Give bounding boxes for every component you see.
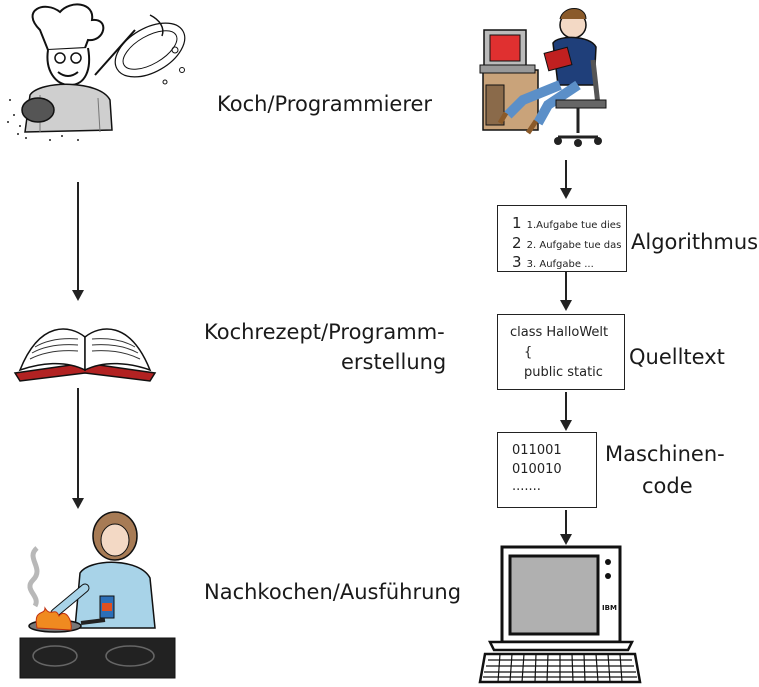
label-maschinen-line1: Maschinen- xyxy=(605,442,725,466)
computer-illustration: IBM xyxy=(478,545,642,684)
arrow-source-to-machine xyxy=(560,392,572,432)
machine-code-box: 011001 010010 ....... xyxy=(497,432,597,508)
label-algorithmus: Algorithmus xyxy=(631,230,759,254)
label-kochrezept-line1: Kochrezept/Programm- xyxy=(204,320,445,344)
arrow-programmer-to-algorithm xyxy=(560,160,572,200)
algorithm-step-1: 1 1.Aufgabe tue dies xyxy=(512,213,621,232)
arrow-machine-to-computer xyxy=(560,510,572,546)
cooking-woman-illustration xyxy=(19,511,176,679)
programmer-illustration xyxy=(479,8,607,147)
source-line-2: { xyxy=(524,345,533,360)
algorithm-step-text: 3. Aufgabe ... xyxy=(526,259,594,270)
arrow-book-to-cooking xyxy=(72,388,84,510)
arrow-algorithm-to-source xyxy=(560,272,572,312)
source-line-1: class HalloWelt xyxy=(510,325,609,340)
machine-line-2: 010010 xyxy=(512,462,562,477)
machine-line-3: ....... xyxy=(512,479,541,494)
monitor-brand-text: IBM xyxy=(602,604,617,612)
algorithm-step-text: 1.Aufgabe tue dies xyxy=(526,220,622,231)
source-code-box: class HalloWelt { public static xyxy=(497,314,625,390)
algorithm-step-2: 2 2. Aufgabe tue das xyxy=(512,233,622,252)
arrow-chef-to-book xyxy=(72,182,84,302)
algorithm-step-number: 2 xyxy=(512,234,522,252)
algorithm-step-3: 3 3. Aufgabe ... xyxy=(512,252,594,271)
label-koch-programmierer: Koch/Programmierer xyxy=(217,92,433,116)
label-quelltext: Quelltext xyxy=(629,345,725,369)
label-maschinen-line2: code xyxy=(642,474,693,498)
recipe-book-illustration xyxy=(13,328,157,382)
chef-illustration xyxy=(7,3,186,141)
label-nachkochen: Nachkochen/Ausführung xyxy=(204,580,462,604)
algorithm-step-text: 2. Aufgabe tue das xyxy=(526,240,622,251)
source-line-3: public static xyxy=(524,365,603,380)
algorithm-box: 1 1.Aufgabe tue dies 2 2. Aufgabe tue da… xyxy=(497,205,627,272)
machine-line-1: 011001 xyxy=(512,443,562,458)
algorithm-step-number: 1 xyxy=(512,214,522,232)
algorithm-step-number: 3 xyxy=(512,253,522,271)
label-kochrezept-line2: erstellung xyxy=(341,350,447,374)
